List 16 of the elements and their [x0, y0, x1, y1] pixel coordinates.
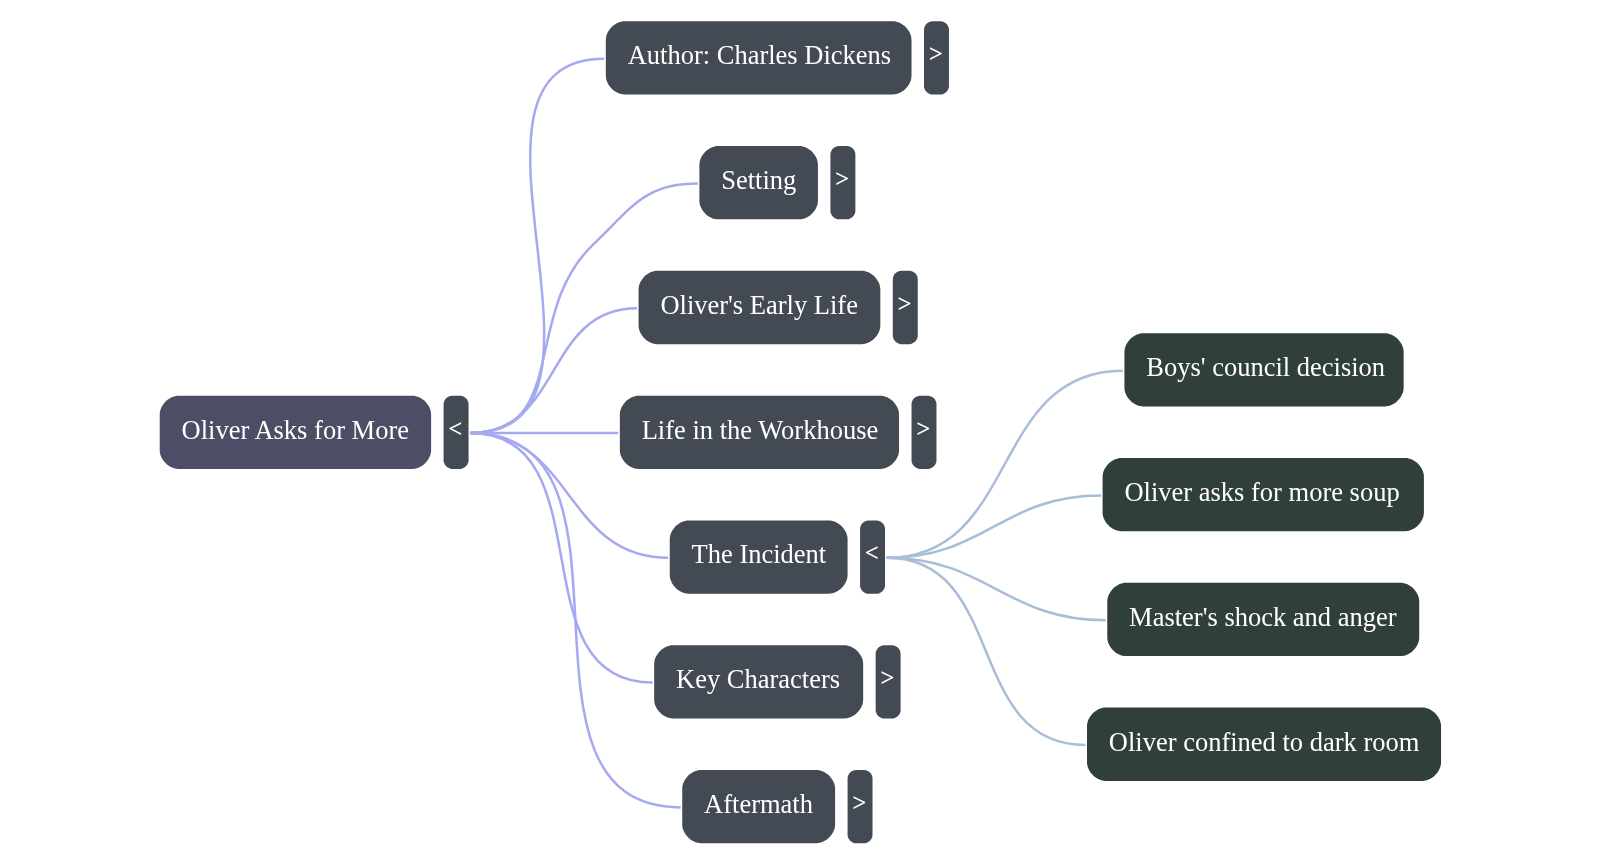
connector: [886, 369, 1124, 560]
node-label: >: [928, 40, 943, 68]
node-box: Boys' council decision: [1124, 333, 1404, 407]
node-box: Oliver asks for more soup: [1102, 458, 1424, 532]
node-label: >: [852, 788, 867, 816]
node-label: >: [880, 664, 895, 692]
node-label: >: [897, 289, 912, 317]
node-box: Oliver confined to dark room: [1087, 707, 1442, 781]
node-label: >: [835, 165, 850, 193]
node-label: <: [448, 414, 463, 442]
node-label: <: [864, 539, 879, 567]
connector: [886, 494, 1102, 560]
node-label: >: [916, 414, 931, 442]
node-box: Master's shock and anger: [1107, 582, 1420, 657]
connector: [886, 556, 1086, 747]
connector: [469, 431, 681, 809]
